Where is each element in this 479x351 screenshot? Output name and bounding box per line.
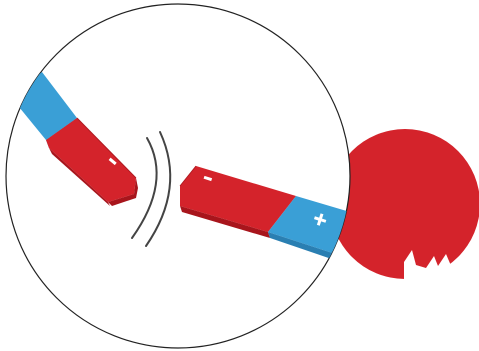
magnifier-lens [6, 4, 350, 348]
accent-red-circle [330, 129, 479, 282]
